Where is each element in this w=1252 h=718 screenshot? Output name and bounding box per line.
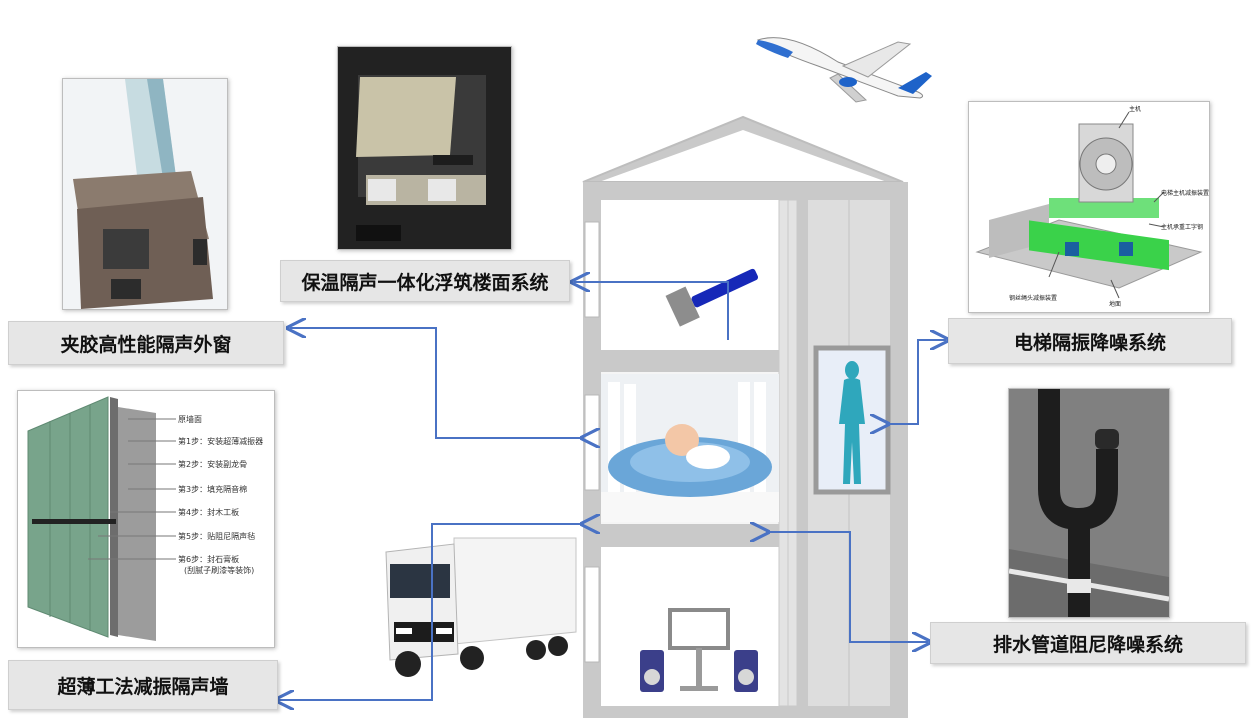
elevator-label-beam: 主机承重工字钢 <box>1161 224 1204 231</box>
person-silhouette-icon <box>839 361 865 484</box>
house-roof <box>583 117 903 182</box>
soundproof-wall-photo <box>17 390 275 648</box>
arrow-floor <box>574 282 729 340</box>
floating-floor-photo <box>337 46 512 250</box>
airplane-icon <box>756 37 932 103</box>
baby-sleeping-photo <box>601 374 779 522</box>
elevator-label-damper: 电梯主机减振装置 <box>1161 190 1210 197</box>
wall-step-0: 原墙面 <box>178 415 202 424</box>
elevator-label-floor: 地面 <box>1109 301 1122 308</box>
elevator-system-label: 电梯隔振降噪系统 <box>948 318 1232 364</box>
wall-step-6-note: (刮腻子刷漆等装饰) <box>184 566 255 575</box>
wall-step-4: 第4步：封木工板 <box>178 508 240 517</box>
drain-system-label: 排水管道阻尼降噪系统 <box>930 622 1246 664</box>
arrow-wall <box>278 524 584 700</box>
drain-pipe-photo <box>1008 388 1170 618</box>
floor-system-label: 保温隔声一体化浮筑楼面系统 <box>280 260 570 302</box>
wall-step-2: 第2步：安装副龙骨 <box>178 460 248 469</box>
elevator-label-main: 主机 <box>1129 106 1142 113</box>
wall-step-6: 第6步：封石膏板 <box>178 555 240 564</box>
arrow-elevator <box>886 340 946 424</box>
wall-system-label: 超薄工法减振隔声墙 <box>8 660 278 710</box>
wall-step-3: 第3步：填充隔音棉 <box>178 485 248 494</box>
arrow-drain <box>766 532 928 642</box>
elevator-label-rope: 钢丝绳头减振装置 <box>1009 295 1058 302</box>
hammer-icon <box>665 268 759 327</box>
arrow-window <box>290 328 584 438</box>
wall-step-1: 第1步：安装超薄减振器 <box>178 437 264 446</box>
window-upper <box>584 221 600 318</box>
window-system-label: 夹胶高性能隔声外窗 <box>8 321 284 365</box>
wall-step-5: 第5步：贴阻尼隔声毡 <box>178 532 256 541</box>
elevator-damper-photo: 主机 电梯主机减振装置 主机承重工字钢 钢丝绳头减振装置 地面 <box>968 101 1210 313</box>
floor-slab-upper <box>601 350 801 372</box>
home-theater-icon <box>640 608 758 692</box>
laminated-window-photo <box>62 78 228 310</box>
